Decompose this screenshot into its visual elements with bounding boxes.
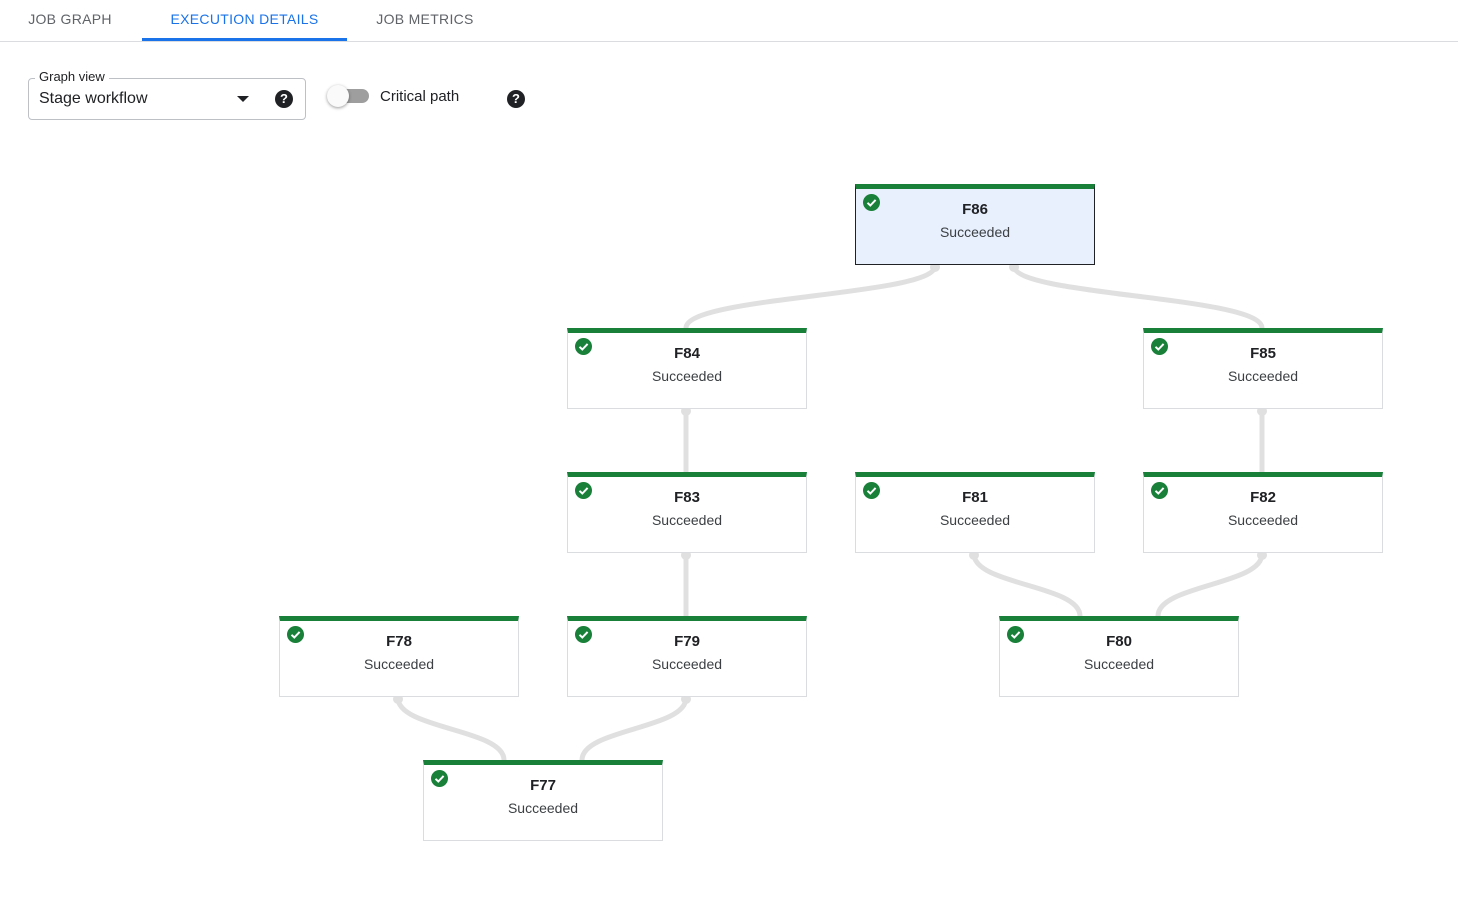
stage-name: F85	[1250, 345, 1276, 362]
stage-name: F78	[386, 633, 412, 650]
edge-f79-f77	[579, 695, 689, 763]
stage-status: Succeeded	[939, 224, 1011, 240]
stage-name: F80	[1106, 633, 1132, 650]
stage-name: F84	[674, 345, 700, 362]
toggle-thumb	[327, 85, 349, 107]
stage-name: F81	[962, 489, 988, 506]
stage-status: Succeeded	[939, 512, 1011, 528]
critical-path-toggle[interactable]	[327, 84, 371, 108]
stage-node-f84[interactable]: F84 Succeeded	[567, 328, 807, 409]
stage-status: Succeeded	[651, 368, 723, 384]
success-check-icon	[1151, 482, 1168, 499]
critical-path-label: Critical path	[380, 88, 460, 105]
success-check-icon	[431, 770, 448, 787]
success-check-icon	[575, 626, 592, 643]
edge-f82-f80	[1155, 551, 1265, 619]
help-icon[interactable]: ?	[275, 90, 293, 108]
stage-name: F77	[530, 777, 556, 794]
graph-view-value: Stage workflow	[39, 90, 148, 107]
stage-status: Succeeded	[1083, 656, 1155, 672]
stage-node-f81[interactable]: F81 Succeeded	[855, 472, 1095, 553]
dropdown-arrow-icon[interactable]	[237, 96, 249, 102]
tab-execution-details[interactable]: EXECUTION DETAILS	[142, 0, 347, 41]
stage-node-f85[interactable]: F85 Succeeded	[1143, 328, 1383, 409]
stage-status: Succeeded	[1227, 512, 1299, 528]
stage-node-f78[interactable]: F78 Succeeded	[279, 616, 519, 697]
graph-view-label: Graph view	[35, 69, 109, 84]
stage-name: F86	[962, 201, 988, 218]
success-check-icon	[1007, 626, 1024, 643]
success-check-icon	[287, 626, 304, 643]
stage-status: Succeeded	[651, 512, 723, 528]
stage-node-f86[interactable]: F86 Succeeded	[855, 184, 1095, 265]
critical-path-help-icon[interactable]: ?	[507, 90, 525, 108]
success-check-icon	[575, 338, 592, 355]
stage-status: Succeeded	[363, 656, 435, 672]
graph-view-select[interactable]: Graph view Stage workflow ?	[28, 69, 306, 120]
stage-node-f80[interactable]: F80 Succeeded	[999, 616, 1239, 697]
stage-status: Succeeded	[1227, 368, 1299, 384]
stage-status: Succeeded	[651, 656, 723, 672]
stage-name: F83	[674, 489, 700, 506]
stage-node-f82[interactable]: F82 Succeeded	[1143, 472, 1383, 553]
success-check-icon	[1151, 338, 1168, 355]
tab-job-metrics[interactable]: JOB METRICS	[376, 11, 474, 27]
edge-f78-f77	[395, 695, 507, 763]
edge-f86-f85	[1011, 263, 1265, 331]
stage-node-f77[interactable]: F77 Succeeded	[423, 760, 663, 841]
tab-job-graph[interactable]: JOB GRAPH	[28, 11, 112, 27]
tab-bar: JOB GRAPH EXECUTION DETAILS JOB METRICS	[0, 0, 1458, 42]
stage-status: Succeeded	[507, 800, 579, 816]
stage-node-f79[interactable]: F79 Succeeded	[567, 616, 807, 697]
stage-name: F82	[1250, 489, 1276, 506]
success-check-icon	[863, 194, 880, 211]
success-check-icon	[863, 482, 880, 499]
edge-f81-f80	[971, 551, 1083, 619]
edge-f86-f84	[683, 263, 938, 331]
stage-name: F79	[674, 633, 700, 650]
stage-node-f83[interactable]: F83 Succeeded	[567, 472, 807, 553]
success-check-icon	[575, 482, 592, 499]
